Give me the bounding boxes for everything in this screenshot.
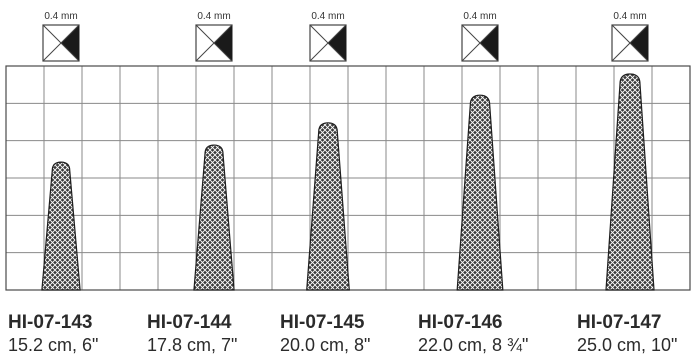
tip-marker-icon [461, 24, 499, 62]
caption-item-5: HI-07-147 25.0 cm, 10" [577, 312, 677, 356]
caption-item-1: HI-07-143 15.2 cm, 6" [8, 312, 98, 356]
tip-markers: 0.4 mm 0.4 mm 0.4 mm 0.4 mm 0.4 mm [42, 11, 649, 62]
tip-marker-icon [42, 24, 80, 62]
instrument-blade [306, 122, 350, 291]
tip-width-label: 0.4 mm [197, 11, 230, 22]
item-size: 25.0 cm, 10" [577, 335, 678, 355]
item-size: 20.0 cm, 8" [280, 335, 371, 355]
tip-width-label: 0.4 mm [613, 11, 646, 22]
item-code: HI-07-147 [577, 312, 662, 333]
item-code: HI-07-143 [8, 312, 93, 333]
instrument-blades [41, 73, 655, 291]
caption-item-4: HI-07-146 22.0 cm, 8 ¾" [418, 312, 528, 356]
tip-marker-icon [611, 24, 649, 62]
instrument-blade [456, 94, 504, 291]
item-code: HI-07-144 [147, 312, 232, 333]
instrument-blade [41, 161, 81, 291]
tip-marker-icon [309, 24, 347, 62]
caption-item-2: HI-07-144 17.8 cm, 7" [147, 312, 237, 356]
item-size: 15.2 cm, 6" [8, 335, 99, 355]
measurement-grid [5, 65, 691, 291]
item-code: HI-07-146 [418, 312, 503, 333]
instrument-blade [193, 144, 235, 291]
item-code: HI-07-145 [280, 312, 365, 333]
tip-width-label: 0.4 mm [463, 11, 496, 22]
item-size: 22.0 cm, 8 ¾" [418, 335, 529, 355]
tip-marker-icon [195, 24, 233, 62]
caption-item-3: HI-07-145 20.0 cm, 8" [280, 312, 370, 356]
tip-width-label: 0.4 mm [311, 11, 344, 22]
tip-width-label: 0.4 mm [44, 11, 77, 22]
item-size: 17.8 cm, 7" [147, 335, 238, 355]
instrument-blade [605, 73, 655, 291]
